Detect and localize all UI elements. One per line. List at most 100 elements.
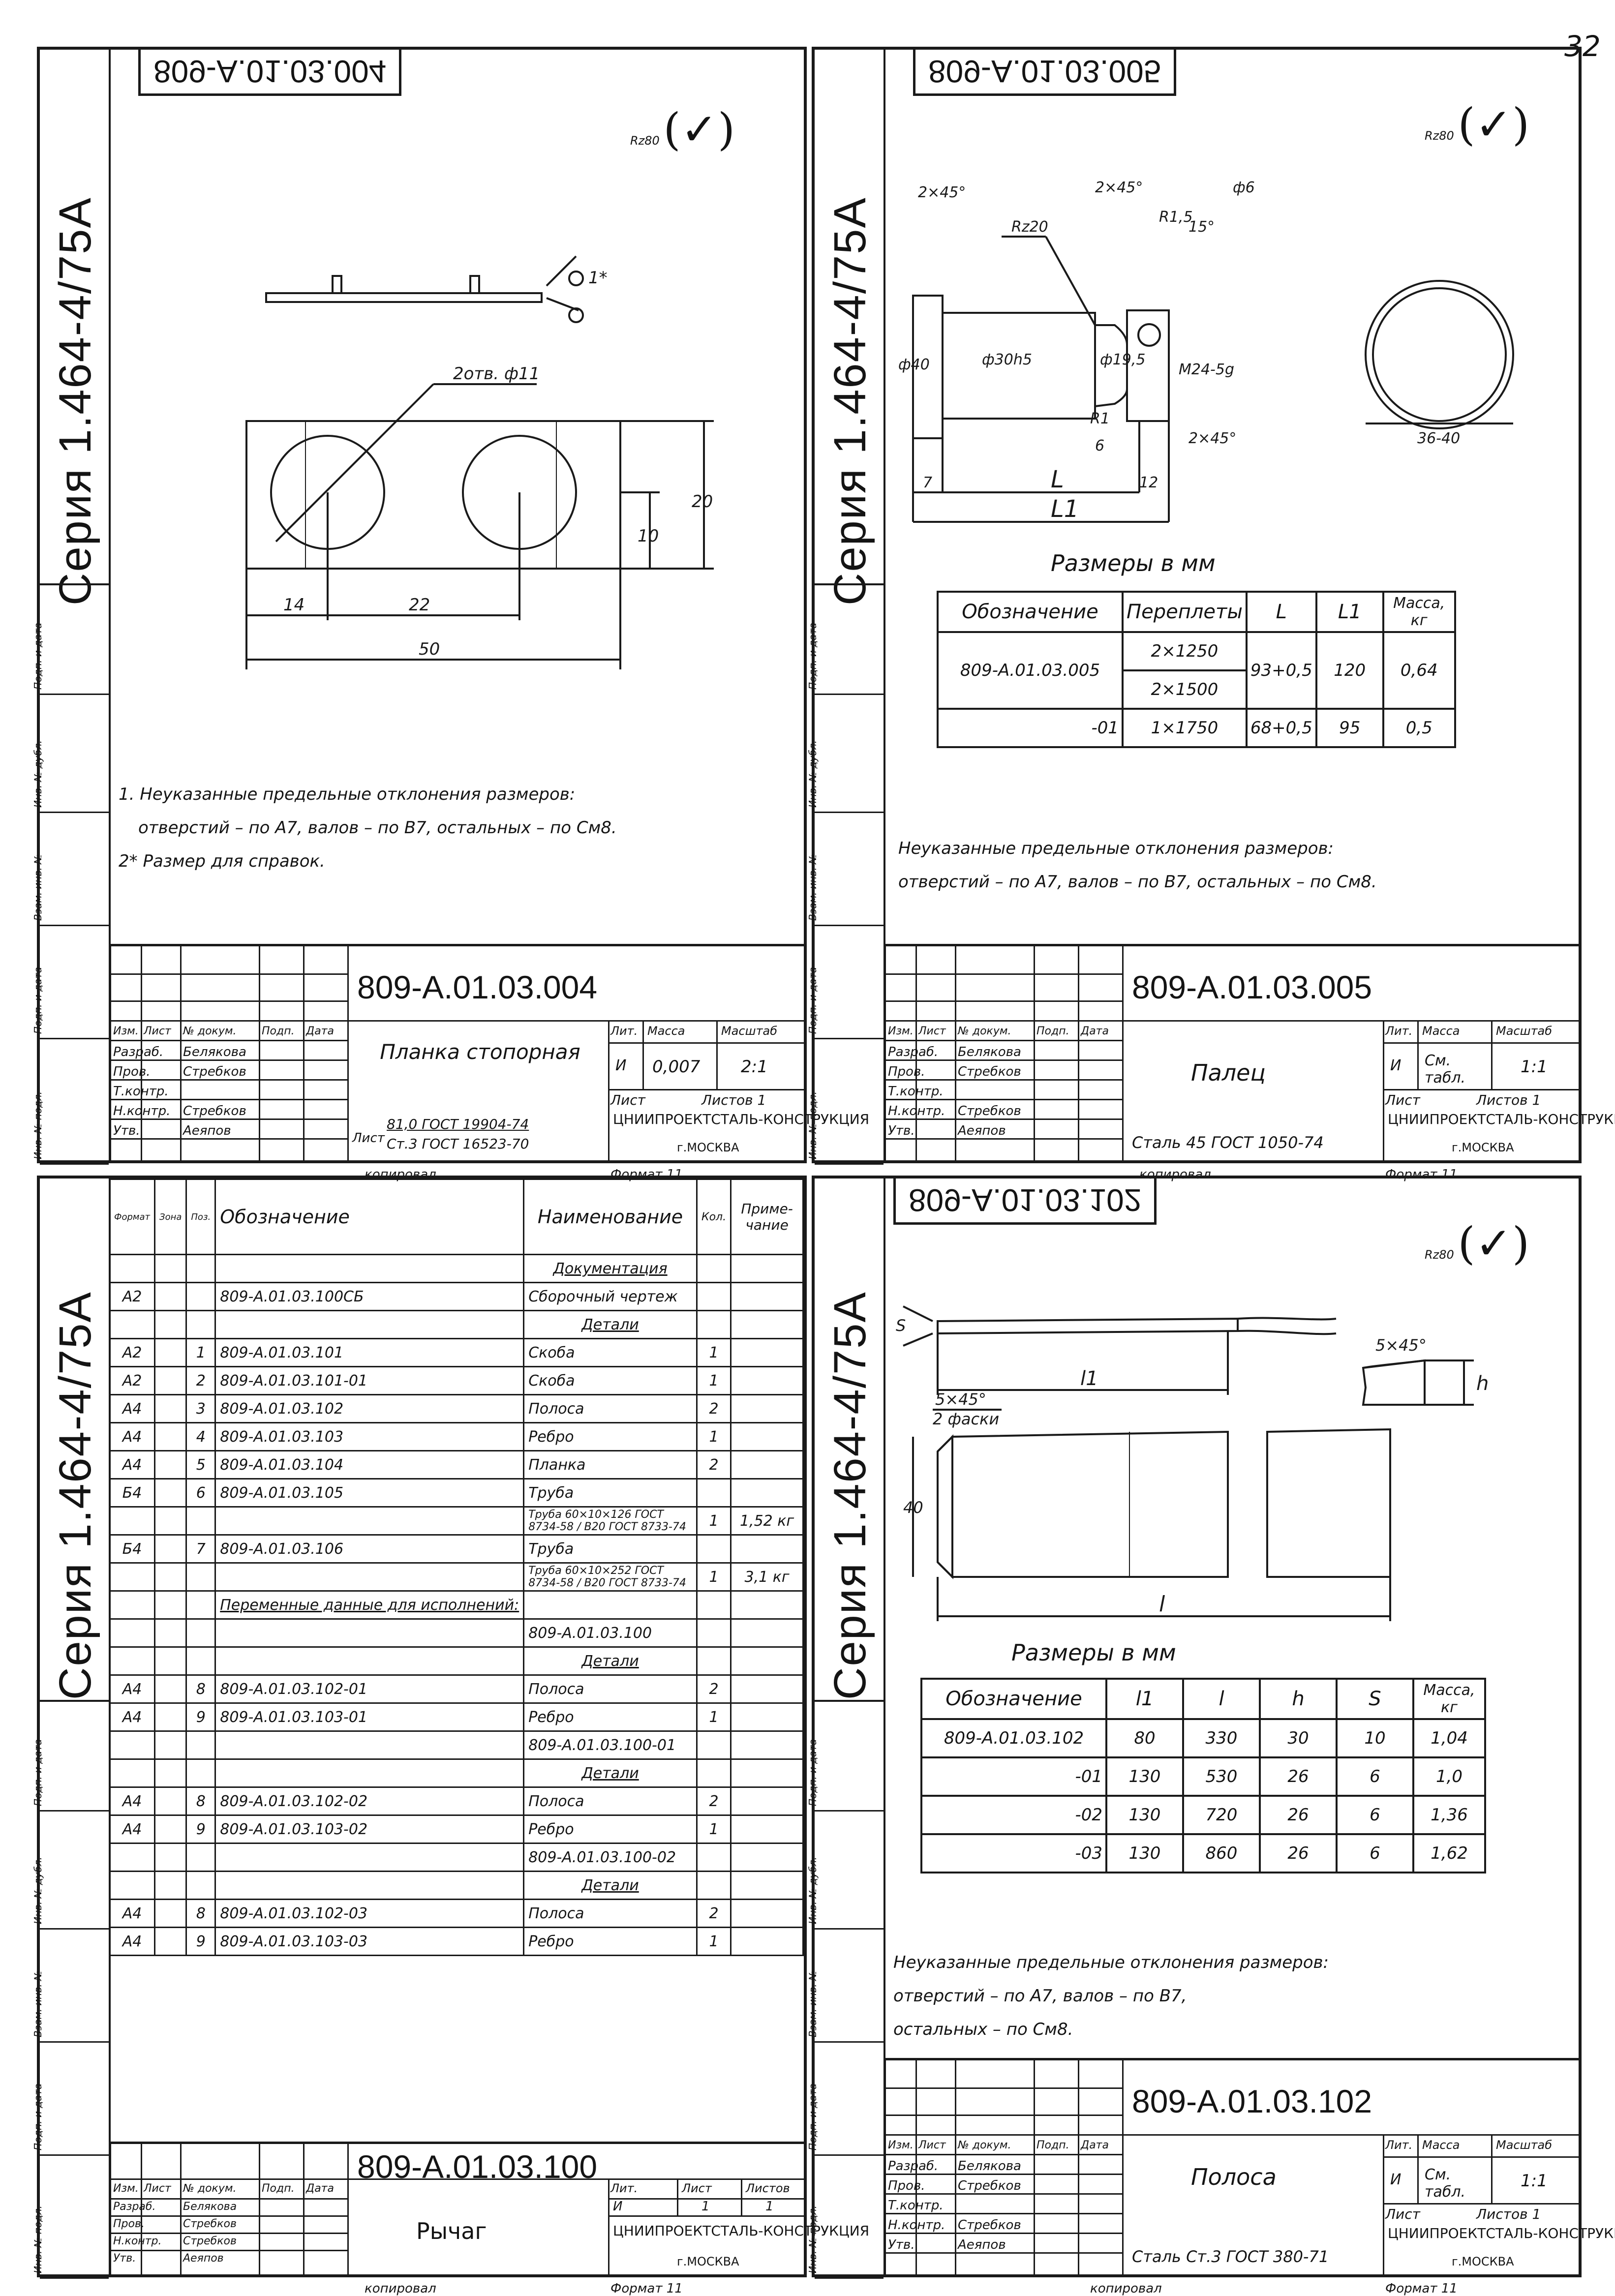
spec-cell: Труба 60×10×252 ГОСТ 8734-58 / В20 ГОСТ …	[523, 1562, 698, 1592]
spec-cell	[730, 1758, 804, 1788]
format-label: Формат 11	[1385, 1167, 1458, 1182]
strip-drawing: S l1 5×45° h 5×45° 2 фаски 40 l	[896, 1305, 1489, 1621]
dim: ф6	[1233, 179, 1255, 196]
col-sign: Подп.	[262, 1025, 295, 1037]
spec-cell	[214, 1871, 525, 1900]
spec-cell	[696, 1282, 732, 1311]
spec-cell	[154, 1254, 187, 1283]
col-sign: Подп.	[262, 2182, 295, 2195]
side-label: Взам. инв. №	[807, 1970, 819, 2037]
spec-cell	[214, 1758, 525, 1788]
table-header: l1	[1105, 1678, 1184, 1720]
role: Разраб.	[888, 2159, 939, 2174]
roughness-symbol: (✓)	[663, 104, 735, 155]
mass-header: Масса	[1422, 2138, 1460, 2152]
spec-cell	[185, 1590, 216, 1620]
dim-20: 20	[692, 492, 713, 512]
scale-value: 1:1	[1521, 2171, 1548, 2191]
dim: 36-40	[1417, 430, 1460, 447]
role: Разраб.	[113, 2201, 156, 2213]
note-line: Неуказанные предельные отклонения размер…	[893, 1953, 1329, 1972]
dim-10: 10	[638, 526, 659, 546]
col-date: Дата	[306, 2182, 334, 2195]
role: Пров.	[888, 1064, 925, 1079]
dim-thickness: 1*	[588, 268, 608, 288]
dim: 2×45°	[918, 184, 966, 201]
table-cell: 26	[1259, 1833, 1338, 1873]
person: Стребков	[183, 1104, 246, 1118]
spec-cell: 5	[185, 1450, 216, 1480]
spec-header: Кол.	[696, 1178, 732, 1255]
sheets-label: Листов 1	[1476, 1092, 1541, 1108]
spec-cell: 3,1 кг	[730, 1562, 804, 1592]
role: Т.контр.	[888, 2198, 944, 2213]
spec-cell: Б4	[108, 1534, 156, 1564]
spec-cell	[154, 1422, 187, 1451]
side-stamp: Подп. и дата Инв. № дубл. Взам. инв. № П…	[32, 583, 109, 1166]
spec-cell: А4	[108, 1899, 156, 1928]
col-izm: Изм.	[113, 1025, 139, 1037]
spec-cell: 9	[185, 1702, 216, 1732]
side-label: Взам. инв. №	[807, 854, 819, 921]
person: Стребков	[958, 2218, 1021, 2233]
spec-cell: 1	[185, 1338, 216, 1367]
dim: 40	[903, 1498, 923, 1517]
side-label: Инв. № дубл.	[807, 1857, 819, 1924]
pin-drawing: 2×45° Rz20 2×45° R1,5 ф6 15° ф40 ф30h5 ф…	[898, 179, 1514, 523]
spec-cell	[730, 1450, 804, 1480]
roughness-label: Rz80	[630, 134, 660, 148]
spec-cell: А4	[108, 1702, 156, 1732]
spec-cell	[154, 1871, 187, 1900]
spec-cell	[730, 1646, 804, 1676]
spec-cell	[154, 1506, 187, 1536]
col-izm: Изм.	[888, 2139, 914, 2151]
spec-cell	[108, 1590, 156, 1620]
scale-value: 1:1	[1521, 1057, 1548, 1077]
role: Н.контр.	[888, 2218, 945, 2233]
spec-cell	[185, 1618, 216, 1648]
spec-cell: 8	[185, 1899, 216, 1928]
spec-cell	[154, 1843, 187, 1872]
spec-cell: А4	[108, 1786, 156, 1816]
dim: 15°	[1188, 218, 1215, 236]
person: Аеяпов	[958, 1123, 1006, 1138]
spec-cell	[730, 1254, 804, 1283]
spec-cell: 2	[696, 1450, 732, 1480]
spec-cell	[730, 1478, 804, 1508]
spec-cell	[523, 1590, 698, 1620]
mirrored-code: 809-А.01.03.005	[913, 47, 1177, 96]
table-cell: 1,62	[1412, 1833, 1486, 1873]
spec-cell	[696, 1871, 732, 1900]
title-block: 809-А.01.03.102 Изм. Лист № докум. Подп.…	[884, 2058, 1615, 2274]
role: Пров.	[113, 2218, 145, 2230]
person: Аеяпов	[183, 2252, 224, 2265]
table-cell: 2×1500	[1122, 669, 1248, 710]
dim: l1	[1080, 1367, 1098, 1390]
spec-cell: 809-А.01.03.103	[214, 1422, 525, 1451]
spec-cell: 7	[185, 1534, 216, 1564]
role: Разраб.	[888, 1045, 939, 1059]
title-block: 809-А.01.03.100 Изм. Лист № докум. Подп.…	[109, 2142, 869, 2274]
spec-cell: 809-А.01.03.104	[214, 1450, 525, 1480]
spec-cell	[154, 1310, 187, 1339]
table-cell: 720	[1182, 1795, 1261, 1835]
spec-cell: 1,52 кг	[730, 1506, 804, 1536]
col-list: Лист	[144, 2182, 171, 2195]
mass-value: См. табл.	[1425, 2166, 1466, 2201]
side-stamp: Подп. и дата Инв. № дубл. Взам. инв. № П…	[32, 1700, 109, 2280]
spec-cell: 809-А.01.03.103-01	[214, 1702, 525, 1732]
table-cell: 95	[1315, 708, 1384, 748]
table-cell: 860	[1182, 1833, 1261, 1873]
specification-sheet: Серия 1.464-4/75А Подп. и дата Инв. № ду…	[32, 1176, 869, 2296]
spec-cell	[185, 1506, 216, 1536]
table-cell: 1,04	[1412, 1718, 1486, 1758]
person: Аеяпов	[183, 1123, 231, 1138]
spec-cell	[185, 1310, 216, 1339]
roughness-label: Rz80	[1425, 1248, 1454, 1262]
table-cell: 1×1750	[1122, 708, 1248, 748]
